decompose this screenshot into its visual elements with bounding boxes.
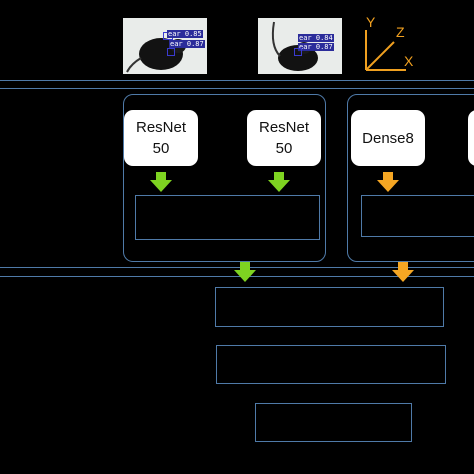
detection-label: ear 0.87 <box>298 43 334 51</box>
detection-class: ear <box>168 30 181 38</box>
axis-label-z: Z <box>396 24 405 40</box>
stage-box-3 <box>255 403 412 442</box>
axis-label-x: X <box>404 53 414 69</box>
xyz-axes-icon: Y Z X <box>358 12 418 74</box>
stage-box-1 <box>215 287 444 327</box>
detection-score: 0.87 <box>186 40 204 48</box>
detection-score: 0.87 <box>315 43 333 51</box>
detection-label: ear 0.85 <box>167 30 203 38</box>
down-arrow-icon <box>377 172 399 192</box>
axes-lines <box>365 30 406 71</box>
model-card-partial <box>468 110 474 166</box>
down-arrow-icon <box>268 172 290 192</box>
resnet-output-box <box>135 195 320 240</box>
down-arrow-icon <box>234 262 256 282</box>
model-card-dense8: Dense8 <box>351 110 425 166</box>
mouse-detection-image-2: ear 0.84 ear 0.87 <box>258 18 342 74</box>
detection-label: ear 0.84 <box>298 34 334 42</box>
model-card-resnet50-b: ResNet 50 <box>247 110 321 166</box>
header-divider-top <box>0 80 474 81</box>
mouse-detection-image-1: ear 0.85 ear 0.87 <box>123 18 207 74</box>
dense-output-box <box>361 195 474 237</box>
axis-label-y: Y <box>366 14 376 30</box>
ear-bounding-box <box>294 48 302 56</box>
detection-class: ear <box>299 43 312 51</box>
down-arrow-icon <box>150 172 172 192</box>
middle-divider-bottom <box>0 276 474 277</box>
resnet-group <box>123 94 326 262</box>
stage-box-2 <box>216 345 446 384</box>
header-divider-bottom <box>0 88 474 89</box>
mouse-illustration <box>271 21 318 71</box>
ear-bounding-box <box>167 48 175 56</box>
detection-class: ear <box>299 34 312 42</box>
detection-class: ear <box>170 40 183 48</box>
middle-divider-top <box>0 267 474 268</box>
down-arrow-icon <box>392 262 414 282</box>
model-card-resnet50-a: ResNet 50 <box>124 110 198 166</box>
detection-score: 0.84 <box>315 34 333 42</box>
dense-group <box>347 94 474 262</box>
detection-label: ear 0.87 <box>169 40 205 48</box>
detection-score: 0.85 <box>184 30 202 38</box>
